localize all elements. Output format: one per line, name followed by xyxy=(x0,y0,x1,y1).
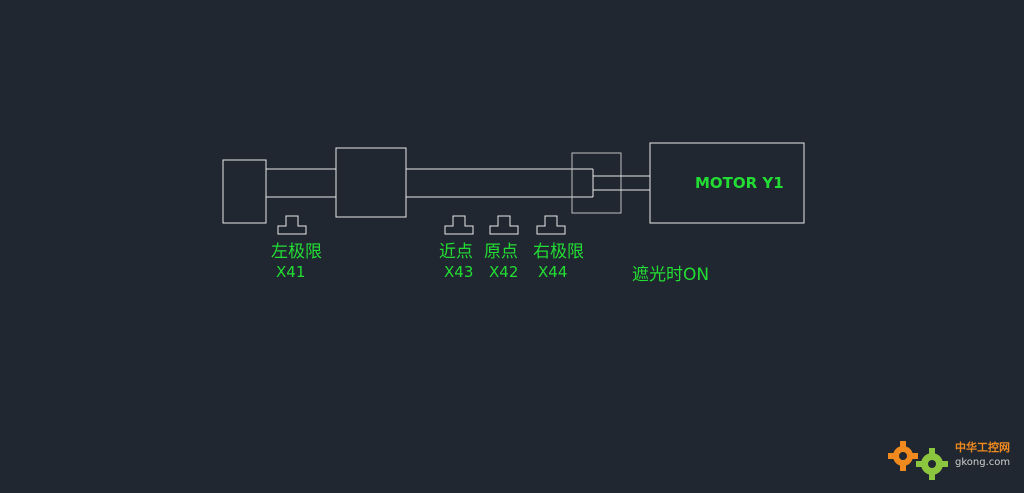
coupling-block xyxy=(571,152,622,214)
left-end-block xyxy=(222,159,267,224)
left-limit-code: X41 xyxy=(276,263,305,281)
watermark-site-name: 中华工控网 xyxy=(955,440,1010,454)
sensor-right-limit-symbol xyxy=(536,215,566,235)
right-limit-label: 右极限 xyxy=(533,242,584,262)
near-point-code: X43 xyxy=(444,263,473,281)
near-point-label: 近点 xyxy=(439,242,473,262)
left-limit-label: 左极限 xyxy=(271,242,322,262)
motor-label: MOTOR Y1 xyxy=(695,174,784,192)
right-limit-code: X44 xyxy=(538,263,567,281)
sensor-origin-symbol xyxy=(489,215,519,235)
sensor-near-point-symbol xyxy=(444,215,474,235)
gear-icon xyxy=(888,441,948,480)
carriage-block xyxy=(335,147,407,218)
sensor-left-limit-symbol xyxy=(277,215,307,235)
watermark-url: gkong.com xyxy=(955,457,1010,468)
motor-block xyxy=(649,142,805,224)
light-block-note: 遮光时ON xyxy=(632,265,709,285)
origin-label: 原点 xyxy=(484,242,518,262)
watermark: 中华工控网 gkong.com xyxy=(888,440,1010,480)
origin-code: X42 xyxy=(489,263,518,281)
